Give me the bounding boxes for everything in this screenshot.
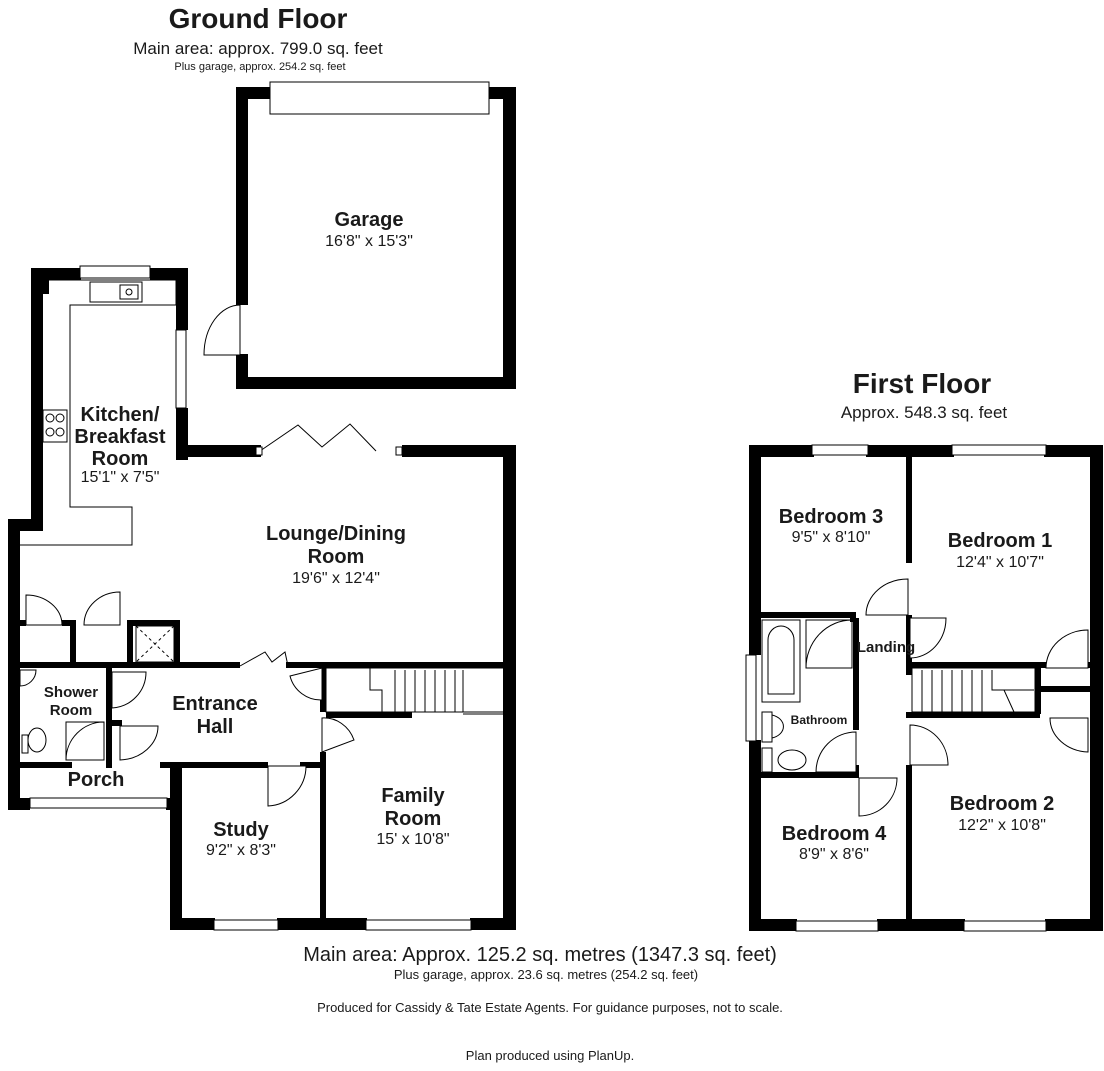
garage-walls bbox=[236, 81, 516, 389]
ground-floor-walls bbox=[8, 268, 516, 930]
total-garage-area: Plus garage, approx. 23.6 sq. metres (25… bbox=[394, 967, 698, 982]
bedroom1-door bbox=[909, 617, 947, 659]
bath-icon bbox=[761, 619, 801, 703]
garage-door bbox=[269, 81, 490, 115]
family-room-door bbox=[321, 717, 355, 753]
first-floor-plan bbox=[745, 444, 1103, 932]
bedroom3-door bbox=[865, 578, 909, 616]
lounge-dims: 19'6" x 12'4" bbox=[292, 570, 380, 587]
study-label: Study bbox=[213, 819, 269, 841]
entrance-label-2: Hall bbox=[197, 716, 234, 738]
ground-floor-area: Main area: approx. 799.0 sq. feet bbox=[133, 39, 383, 58]
garage-side-door bbox=[203, 304, 241, 356]
shower-label-2: Room bbox=[50, 702, 93, 719]
family-dims: 15' x 10'8" bbox=[376, 831, 449, 848]
kitchen-dims: 15'1" x 7'5" bbox=[81, 469, 160, 486]
lounge-label-1: Lounge/Dining bbox=[266, 523, 406, 545]
landing-label: Landing bbox=[857, 639, 915, 656]
porch-window bbox=[29, 797, 168, 809]
bedroom1-label: Bedroom 1 bbox=[948, 530, 1052, 552]
toilet-icon-first bbox=[777, 749, 807, 771]
bifold-door bbox=[259, 423, 377, 452]
produced-for-note: Produced for Cassidy & Tate Estate Agent… bbox=[317, 1000, 783, 1015]
bedroom2-label: Bedroom 2 bbox=[950, 793, 1054, 815]
bed2-window bbox=[963, 920, 1047, 932]
entrance-label-1: Entrance bbox=[172, 693, 258, 715]
sink-icon bbox=[89, 281, 143, 303]
bed1-window bbox=[951, 444, 1047, 456]
total-area: Main area: Approx. 125.2 sq. metres (134… bbox=[303, 944, 777, 966]
bed3-window bbox=[811, 444, 869, 456]
study-door bbox=[267, 765, 307, 807]
bathroom-door bbox=[815, 731, 857, 773]
first-staircase bbox=[911, 667, 1036, 713]
porch-label: Porch bbox=[68, 769, 125, 791]
bedroom1-dims: 12'4" x 10'7" bbox=[956, 554, 1044, 571]
lounge-label-2: Room bbox=[308, 546, 365, 568]
bathroom-window bbox=[745, 654, 757, 742]
bedroom2-dims: 12'2" x 10'8" bbox=[958, 817, 1046, 834]
hob-icon bbox=[42, 409, 68, 443]
cupboard-door-2 bbox=[83, 591, 121, 626]
ground-floor-title: Ground Floor bbox=[169, 3, 348, 34]
family-window bbox=[365, 919, 472, 931]
shower-tray-icon bbox=[65, 721, 105, 761]
toilet-icon bbox=[27, 727, 47, 753]
shower-label-1: Shower bbox=[44, 684, 98, 701]
planup-note: Plan produced using PlanUp. bbox=[466, 1048, 634, 1063]
kitchen-side-window bbox=[175, 329, 187, 409]
bedroom4-door bbox=[858, 777, 898, 817]
family-label-1: Family bbox=[381, 785, 445, 807]
kitchen-label-2: Breakfast bbox=[74, 426, 166, 448]
bedroom4-label: Bedroom 4 bbox=[782, 823, 887, 845]
bedroom3-label: Bedroom 3 bbox=[779, 506, 883, 528]
ground-floor-plan bbox=[8, 81, 516, 931]
labels: Ground Floor Main area: approx. 799.0 sq… bbox=[44, 3, 1054, 1063]
bedroom3-dims: 9'5" x 8'10" bbox=[792, 529, 871, 546]
kitchen-window bbox=[79, 265, 151, 279]
ground-floor-garage-area: Plus garage, approx. 254.2 sq. feet bbox=[174, 61, 345, 73]
kitchen-worktop bbox=[20, 279, 177, 546]
study-window bbox=[213, 919, 279, 931]
bedroom1-cupboard-door bbox=[1045, 629, 1089, 669]
family-room-door-top bbox=[289, 667, 323, 701]
porch-door bbox=[119, 725, 159, 761]
corner-shower-icon bbox=[805, 619, 853, 669]
bedroom2-cupboard-door bbox=[1049, 717, 1089, 753]
bedroom4-dims: 8'9" x 8'6" bbox=[799, 846, 869, 863]
first-floor-title: First Floor bbox=[853, 368, 992, 399]
lounge-hall-door bbox=[239, 651, 289, 667]
kitchen-label-3: Room bbox=[92, 448, 149, 470]
cupboard-door-1 bbox=[25, 594, 63, 626]
family-label-2: Room bbox=[385, 808, 442, 830]
garage-dims: 16'8" x 15'3" bbox=[325, 233, 413, 250]
study-dims: 9'2" x 8'3" bbox=[206, 842, 276, 859]
bathroom-label: Bathroom bbox=[791, 713, 848, 727]
shower-door bbox=[111, 671, 147, 709]
ground-staircase bbox=[325, 667, 505, 715]
basin-icon-first bbox=[761, 711, 773, 743]
kitchen-label-1: Kitchen/ bbox=[81, 404, 160, 426]
basin-icon bbox=[19, 669, 37, 687]
garage-label: Garage bbox=[335, 209, 404, 231]
bed4-window bbox=[795, 920, 879, 932]
bedroom2-door bbox=[909, 724, 949, 766]
first-floor-walls bbox=[749, 445, 1103, 931]
first-floor-area: Approx. 548.3 sq. feet bbox=[841, 403, 1008, 422]
